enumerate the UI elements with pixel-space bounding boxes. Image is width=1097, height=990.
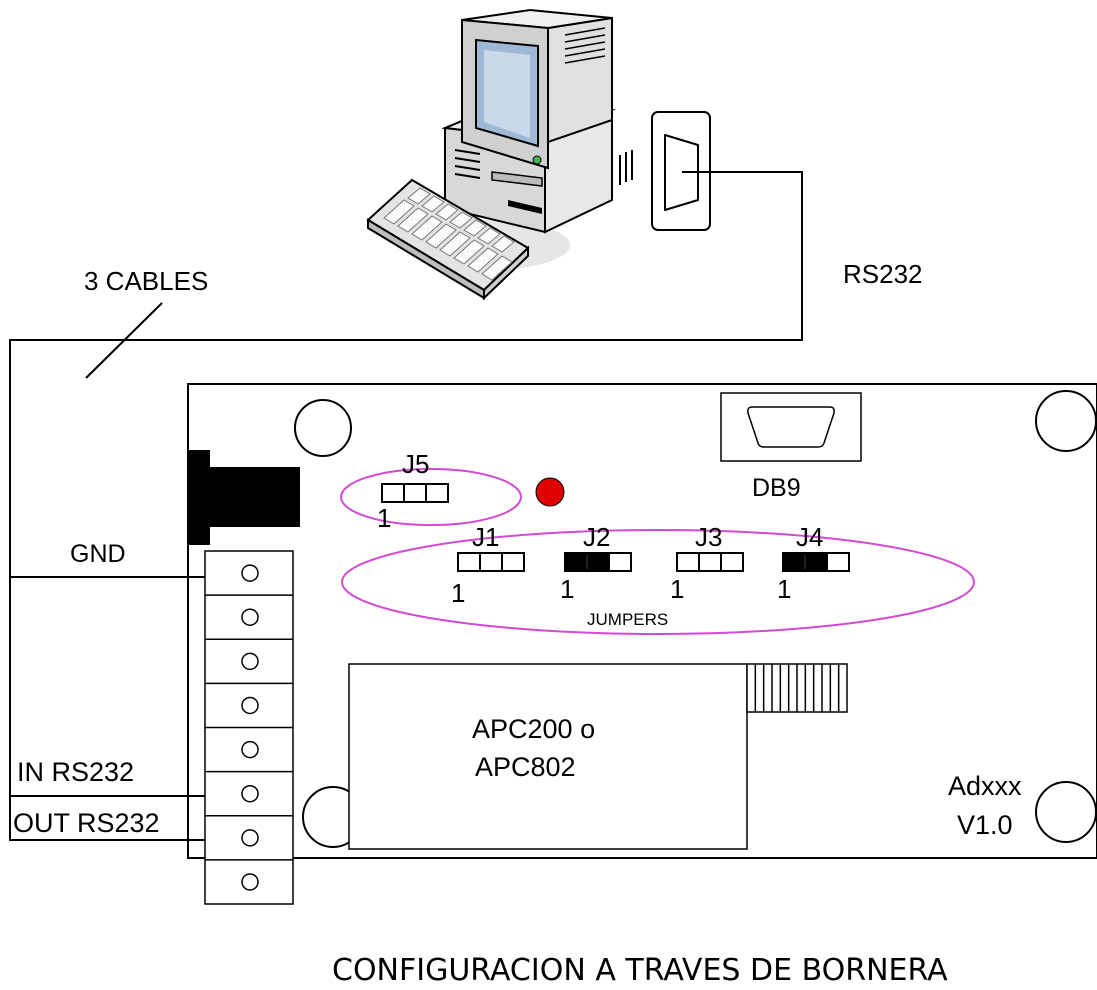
terminal-screw — [241, 740, 259, 759]
mounting-hole — [1035, 390, 1097, 452]
jumper-pin1-label: 1 — [377, 503, 391, 533]
jumper-name: J1 — [472, 522, 499, 552]
jumper-name: J4 — [796, 522, 823, 552]
rs232-cable — [9, 171, 803, 841]
terminal-screws — [205, 564, 293, 891]
mounting-hole — [294, 399, 352, 457]
jumper-pin1-label: 1 — [670, 574, 684, 604]
jumper-j4: J41 — [777, 522, 850, 604]
jumper-j2: J2 1 — [560, 522, 632, 604]
cables-leader-line — [85, 302, 163, 379]
rs232-label: RS232 — [843, 259, 923, 289]
power-jack-icon — [188, 450, 300, 545]
board-name: Adxxx — [948, 771, 1022, 801]
jumpers-label: JUMPERS — [587, 610, 668, 629]
j5-group-outline — [340, 468, 522, 526]
led-icon — [535, 477, 565, 507]
jumper-j1: J11 — [451, 522, 525, 608]
terminal-screw — [241, 784, 259, 803]
jumper-j3: J3 1 — [670, 522, 744, 604]
board-version: V1.0 — [957, 810, 1013, 840]
cables-label: 3 CABLES — [84, 266, 208, 296]
terminal-screw — [241, 608, 259, 626]
terminal-screw — [241, 652, 259, 671]
module-outline — [348, 663, 748, 850]
module-antenna-connector — [746, 663, 848, 713]
board-db9-connector — [720, 392, 862, 462]
module-label-line2: APC802 — [475, 752, 576, 782]
diagram-title: CONFIGURACION A TRAVES DE BORNERA — [332, 953, 948, 988]
in-rs232-label: IN RS232 — [17, 757, 134, 787]
mounting-hole — [1035, 781, 1097, 843]
terminal-screw — [241, 873, 259, 891]
terminal-screw — [241, 696, 259, 715]
module-label-line1: APC200 o — [472, 714, 595, 744]
out-rs232-label: OUT RS232 — [13, 808, 160, 838]
jumper-name: J2 — [583, 522, 610, 552]
terminal-screw — [241, 829, 259, 847]
jumper-name: J5 — [402, 449, 429, 479]
gnd-label: GND — [70, 540, 126, 568]
db9-port-icon — [651, 111, 711, 231]
jumpers-group-outline — [341, 529, 975, 635]
keyboard-icon — [366, 178, 530, 301]
jumper-name: J3 — [695, 522, 722, 552]
db9-label: DB9 — [752, 474, 801, 502]
board-outline — [187, 383, 1097, 859]
jumper-pin1-label: 1 — [560, 574, 574, 604]
jumper-pin1-label: 1 — [777, 574, 791, 604]
computer-icon — [410, 8, 633, 270]
terminal-screw — [241, 564, 259, 582]
jumper-j5: J5 1 — [377, 449, 449, 533]
jumper-pin1-label: 1 — [451, 578, 465, 608]
